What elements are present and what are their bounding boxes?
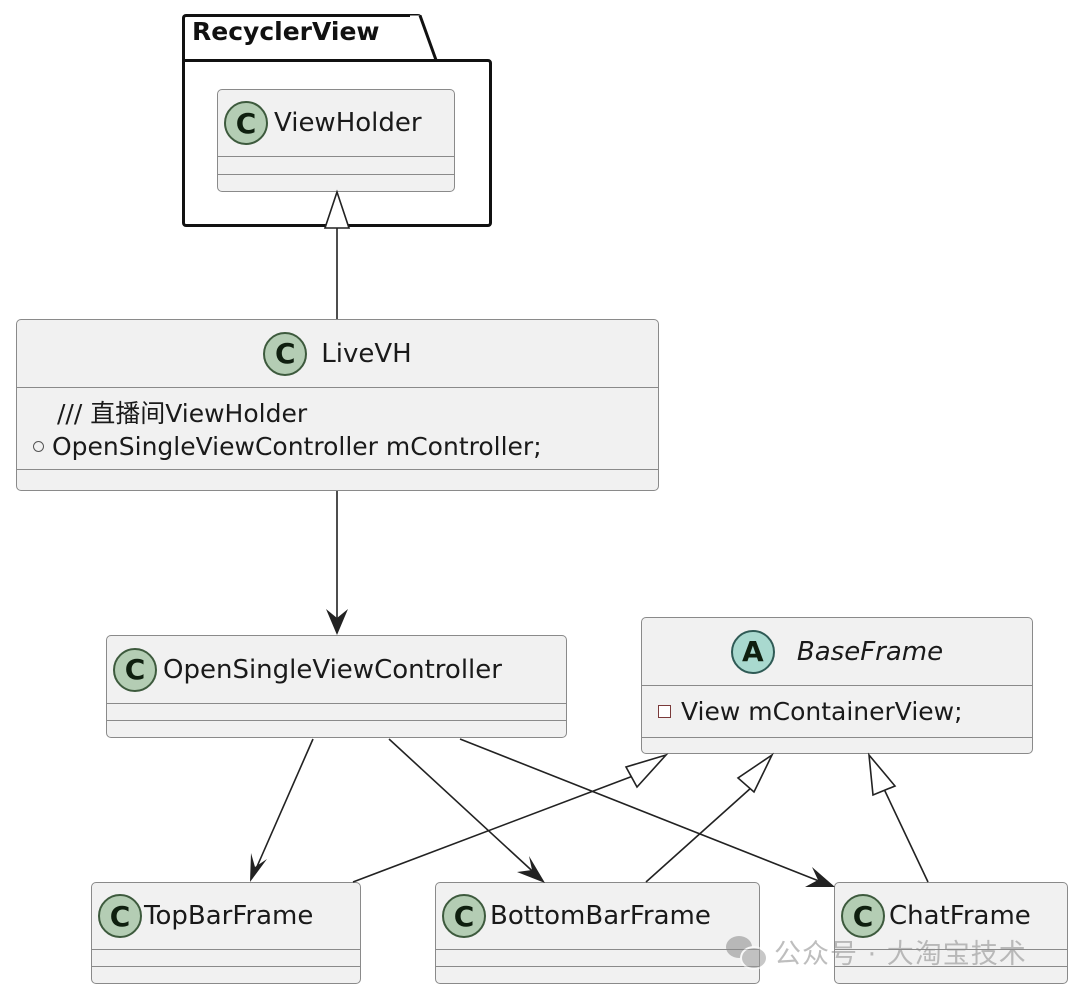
class-baseframe[interactable]: A BaseFrame View mContainerView;: [641, 617, 1033, 754]
class-name: TopBarFrame: [144, 901, 314, 931]
package-visibility-icon: [33, 441, 44, 452]
inheritance-arrowhead: [736, 752, 775, 794]
class-name: ViewHolder: [274, 108, 422, 138]
field-text: OpenSingleViewController mController;: [52, 432, 542, 461]
class-header: A BaseFrame: [642, 618, 1032, 685]
relation-chatframe-extends-baseframe: [867, 752, 929, 883]
wechat-icon: [726, 935, 768, 970]
class-name: LiveVH: [321, 338, 412, 369]
abstract-stereotype-icon: A: [730, 629, 775, 674]
class-livevh[interactable]: C LiveVH /// 直播间ViewHolder OpenSingleVie…: [16, 319, 659, 491]
association-arrowhead: [326, 609, 348, 635]
class-topbarframe[interactable]: C TopBarFrame: [91, 882, 361, 984]
methods-section: [835, 966, 1067, 982]
methods-section: [92, 966, 360, 982]
watermark: 公众号 · 大淘宝技术: [726, 932, 1027, 971]
package-tab-slant: [410, 14, 438, 61]
class-name: OpenSingleViewController: [163, 654, 502, 685]
class-viewholder[interactable]: C ViewHolder: [217, 89, 455, 192]
methods-section: [17, 469, 658, 487]
fields-section: [218, 156, 454, 174]
relation-controller-to-topbarframe: [250, 738, 314, 882]
field-container-view: View mContainerView;: [658, 697, 963, 726]
methods-section: [218, 174, 454, 190]
class-name: BottomBarFrame: [490, 901, 711, 931]
class-opensingleviewcontroller[interactable]: C OpenSingleViewController: [106, 635, 567, 738]
fields-section: [436, 949, 759, 966]
class-header: C LiveVH: [17, 320, 658, 387]
package-tab: [182, 14, 422, 60]
fields-section: [835, 949, 1067, 966]
relation-topbarframe-extends-baseframe: [352, 753, 669, 883]
class-stereotype-icon: C: [263, 331, 308, 376]
field-text: View mContainerView;: [681, 697, 963, 726]
methods-section: [436, 966, 759, 982]
class-header: C BottomBarFrame: [436, 883, 759, 949]
inheritance-arrowhead: [867, 752, 897, 797]
class-chatframe[interactable]: C ChatFrame: [834, 882, 1068, 984]
class-bottombarframe[interactable]: C BottomBarFrame: [435, 882, 760, 984]
relation-controller-to-chatframe: [459, 738, 835, 887]
association-arrowhead: [250, 853, 267, 882]
relation-livevh-to-controller: [326, 491, 348, 635]
field-controller: OpenSingleViewController mController;: [17, 429, 658, 464]
field-text: /// 直播间ViewHolder: [57, 398, 308, 428]
class-stereotype-icon: C: [113, 647, 157, 692]
fields-section: [92, 949, 360, 966]
field-comment: /// 直播间ViewHolder: [17, 394, 658, 429]
package-title: RecyclerView: [192, 17, 380, 46]
methods-section: [642, 737, 1032, 752]
inheritance-arrowhead: [624, 753, 669, 789]
fields-section: View mContainerView;: [642, 685, 1032, 737]
fields-section: [107, 703, 566, 720]
class-stereotype-icon: C: [98, 894, 142, 938]
class-header: C ChatFrame: [835, 883, 1067, 949]
relation-controller-to-bottombarframe: [388, 738, 545, 883]
class-stereotype-icon: C: [442, 894, 486, 938]
methods-section: [107, 720, 566, 736]
fields-section: /// 直播间ViewHolder OpenSingleViewControll…: [17, 387, 658, 469]
class-name: ChatFrame: [889, 901, 1031, 931]
class-header: C ViewHolder: [218, 90, 454, 156]
class-header: C TopBarFrame: [92, 883, 360, 949]
class-stereotype-icon: C: [224, 101, 268, 145]
relation-bottombarframe-extends-baseframe: [645, 752, 775, 883]
association-arrowhead: [517, 856, 545, 883]
association-arrowhead: [805, 867, 835, 887]
class-name: BaseFrame: [796, 636, 944, 667]
private-visibility-icon: [658, 705, 671, 718]
class-stereotype-icon: C: [841, 894, 885, 938]
watermark-text: 公众号 · 大淘宝技术: [774, 939, 1027, 970]
class-header: C OpenSingleViewController: [107, 636, 566, 703]
